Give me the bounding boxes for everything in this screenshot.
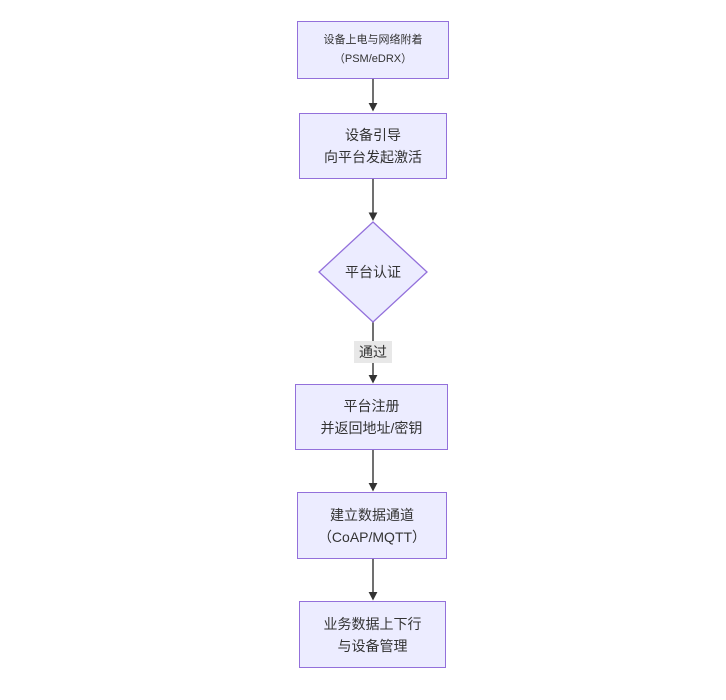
node-text-line: 并返回地址/密钥 xyxy=(320,420,423,436)
node-power-on-network-attach: 设备上电与网络附着 （PSM/eDRX） xyxy=(297,21,449,79)
node-text-line: 建立数据通道 xyxy=(330,506,414,523)
arrowhead-a-b xyxy=(368,103,378,112)
node-platform-auth-label: 平台认证 xyxy=(323,258,423,286)
node-device-bootstrap: 设备引导 向平台发起激活 xyxy=(299,113,447,179)
node-text-line: 与设备管理 xyxy=(337,637,408,654)
arrowhead-d-e xyxy=(368,483,378,492)
arrowhead-b-c xyxy=(368,212,378,221)
node-text-line: （PSM/eDRX） xyxy=(333,53,413,65)
arrowhead-c-d xyxy=(368,375,378,384)
node-text-line: 平台认证 xyxy=(345,264,401,280)
node-business-data: 业务数据上下行 与设备管理 xyxy=(299,601,446,668)
arrowhead-e-f xyxy=(368,592,378,601)
node-platform-register: 平台注册 并返回地址/密钥 xyxy=(295,384,448,450)
node-text-line: （CoAP/MQTT） xyxy=(317,528,427,545)
edge-label-pass: 通过 xyxy=(354,341,392,363)
node-data-channel: 建立数据通道 （CoAP/MQTT） xyxy=(297,492,447,559)
node-text-line: 平台注册 xyxy=(343,398,400,414)
decision-diamond-shape xyxy=(318,221,428,323)
node-text-line: 设备上电与网络附着 xyxy=(323,34,423,46)
node-text-line: 业务数据上下行 xyxy=(323,615,422,632)
node-text-line: 设备引导 xyxy=(345,127,401,143)
node-text-line: 向平台发起激活 xyxy=(324,149,422,165)
